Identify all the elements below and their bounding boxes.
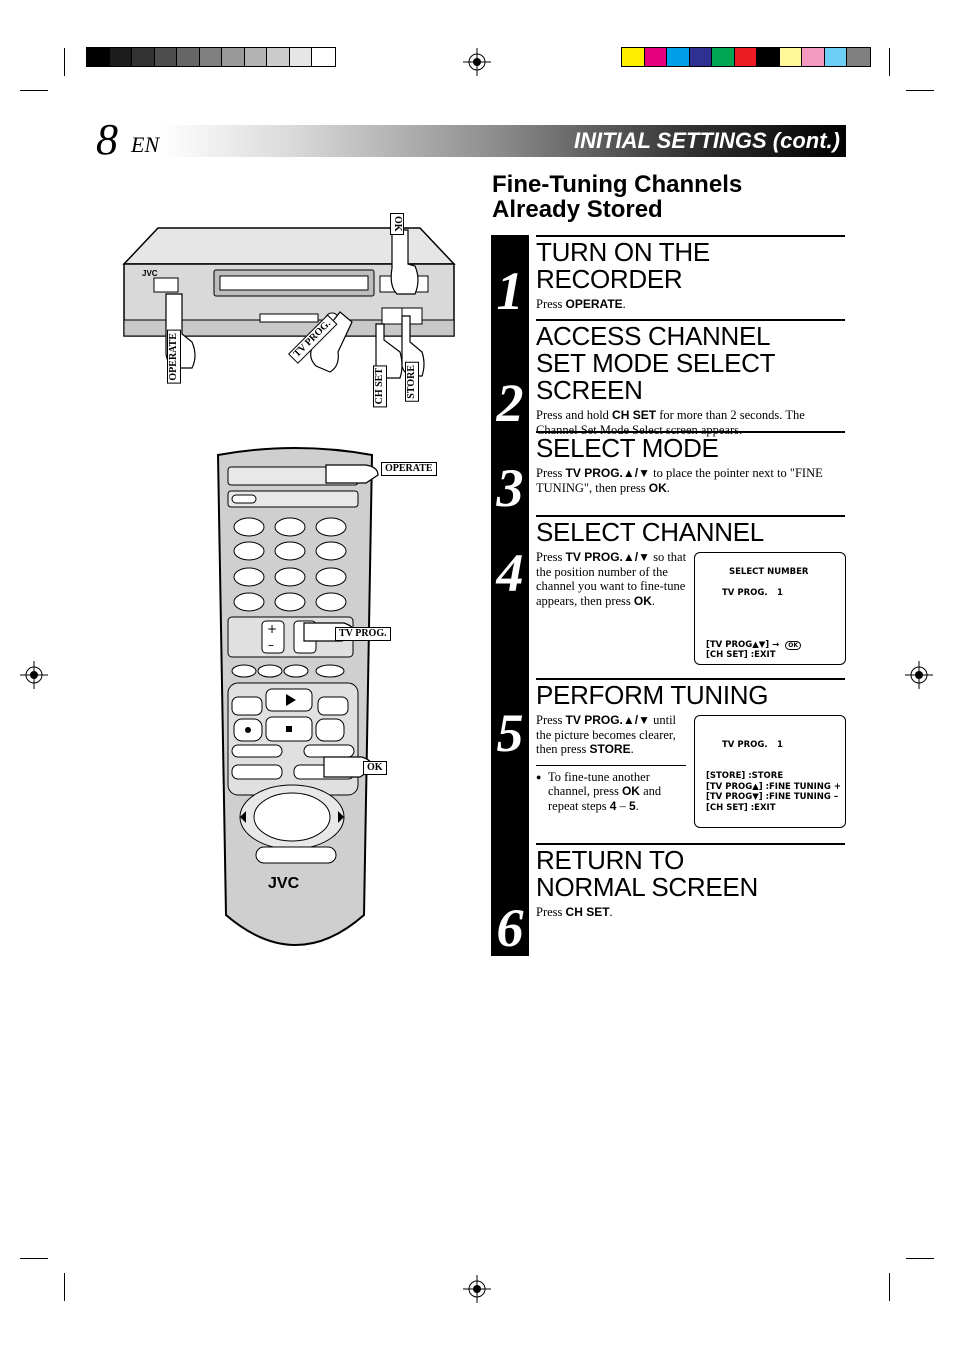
select-number-screen: SELECT NUMBER TV PROG. 1 [TV PROG▲▼] → O… <box>694 552 846 665</box>
calibration-swatch <box>824 48 847 66</box>
calibration-swatch <box>622 48 645 66</box>
section-title: Fine-Tuning Channels Already Stored <box>492 171 743 223</box>
step-number: 2 <box>496 373 524 433</box>
crop-mark <box>889 48 890 76</box>
svg-text:–: – <box>268 638 274 652</box>
screen-prog-value: 1 <box>777 588 783 598</box>
screen-prog-value: 1 <box>777 740 783 750</box>
header-bar: INITIAL SETTINGS (cont.) <box>160 125 846 157</box>
crop-mark <box>20 1258 48 1259</box>
step-4: SELECT CHANNEL Press TV PROG.▲/▼ so that… <box>536 515 845 608</box>
crop-mark <box>889 1273 890 1301</box>
screen-title: SELECT NUMBER <box>729 567 809 577</box>
step-heading: SELECT MODE <box>536 433 719 463</box>
screen-prog-label: TV PROG. <box>722 588 768 598</box>
calibration-swatch <box>644 48 667 66</box>
registration-mark-icon <box>463 1275 491 1303</box>
vcr-brand-label: JVC <box>142 269 158 278</box>
calibration-swatch <box>847 48 870 66</box>
screen-line: [STORE] :STORE <box>706 771 784 781</box>
calibration-swatch <box>154 48 177 66</box>
calibration-swatch <box>667 48 690 66</box>
remote-tv-prog-label: TV PROG. <box>335 627 391 641</box>
step-5: PERFORM TUNING Press TV PROG.▲/▼ until t… <box>536 678 845 813</box>
calibration-swatch <box>779 48 802 66</box>
step-2: ACCESS CHANNEL SET MODE SELECT SCREEN Pr… <box>536 319 845 437</box>
step-text: Press TV PROG.▲/▼ so that the position n… <box>536 550 687 608</box>
step-heading: ACCESS CHANNEL SET MODE SELECT SCREEN <box>536 321 775 405</box>
step-text: Press TV PROG.▲/▼ to place the pointer n… <box>536 466 823 495</box>
registration-mark-icon <box>20 661 48 689</box>
crop-mark <box>64 1273 65 1301</box>
calibration-swatch <box>734 48 757 66</box>
step-text: Press OPERATE. <box>536 297 626 311</box>
page-number: 8 <box>96 115 118 164</box>
ch-set-button-label: CH SET <box>373 365 387 408</box>
step-text: Press CH SET. <box>536 905 613 919</box>
step-1: TURN ON THE RECORDER Press OPERATE. <box>536 235 845 312</box>
calibration-swatch <box>757 48 780 66</box>
crop-mark <box>906 90 934 91</box>
screen-prog-label: TV PROG. <box>722 740 768 750</box>
step-text: Press and hold CH SET for more than 2 se… <box>536 408 805 437</box>
screen-line: [CH SET] :EXIT <box>706 803 776 813</box>
step-heading: TURN ON THE RECORDER <box>536 237 710 294</box>
calibration-swatch <box>267 48 290 66</box>
step-number: 4 <box>496 543 524 603</box>
calibration-swatch <box>689 48 712 66</box>
calibration-swatch <box>312 48 335 66</box>
calibration-swatch <box>199 48 222 66</box>
step-heading: SELECT CHANNEL <box>536 517 764 547</box>
header-title: INITIAL SETTINGS (cont.) <box>573 128 840 153</box>
calibration-swatch <box>712 48 735 66</box>
ok-icon: OK <box>785 641 801 650</box>
remote-brand-logo: JVC <box>268 875 300 892</box>
color-calibration-bars <box>621 47 871 67</box>
store-button-label: STORE <box>405 362 419 402</box>
registration-mark-icon <box>463 48 491 76</box>
screen-line: [TV PROG▼] :FINE TUNING – <box>706 792 839 802</box>
svg-text:+: + <box>267 622 277 636</box>
calibration-swatch <box>244 48 267 66</box>
calibration-swatch <box>109 48 132 66</box>
page-language: EN <box>131 132 160 157</box>
operate-button-label: OPERATE <box>167 330 181 384</box>
vcr-illustration <box>122 227 456 379</box>
step-number: 5 <box>496 703 524 763</box>
step-note: To fine-tune another channel, press OK a… <box>536 764 686 814</box>
tuning-screen: TV PROG. 1 [STORE] :STORE [TV PROG▲] :FI… <box>694 715 846 828</box>
remote-operate-label: OPERATE <box>381 462 437 476</box>
step-text: Press TV PROG.▲/▼ until the picture beco… <box>536 713 677 756</box>
step-heading: RETURN TO NORMAL SCREEN <box>536 845 758 902</box>
step-heading: PERFORM TUNING <box>536 680 769 710</box>
step-6: RETURN TO NORMAL SCREEN Press CH SET. <box>536 843 845 920</box>
screen-line: [CH SET] :EXIT <box>706 650 776 660</box>
step-number: 1 <box>496 261 524 321</box>
gray-calibration-bars <box>86 47 336 67</box>
calibration-swatch <box>802 48 825 66</box>
remote-ok-label: OK <box>363 761 387 775</box>
crop-mark <box>20 90 48 91</box>
screen-line: [TV PROG▲▼] → OK <box>706 640 801 651</box>
step-number: 6 <box>496 898 524 958</box>
crop-mark <box>64 48 65 76</box>
step-3: SELECT MODE Press TV PROG.▲/▼ to place t… <box>536 431 845 495</box>
calibration-swatch <box>289 48 312 66</box>
remote-control-illustration: + – <box>216 447 379 946</box>
ok-button-label: OK <box>390 213 404 235</box>
calibration-swatch <box>222 48 245 66</box>
registration-mark-icon <box>905 661 933 689</box>
screen-line: [TV PROG▲] :FINE TUNING + <box>706 782 841 792</box>
step-number: 3 <box>496 458 524 518</box>
crop-mark <box>906 1258 934 1259</box>
calibration-swatch <box>87 48 110 66</box>
step-number-column: 1 2 3 4 5 6 <box>491 235 529 956</box>
calibration-swatch <box>177 48 200 66</box>
calibration-swatch <box>132 48 155 66</box>
